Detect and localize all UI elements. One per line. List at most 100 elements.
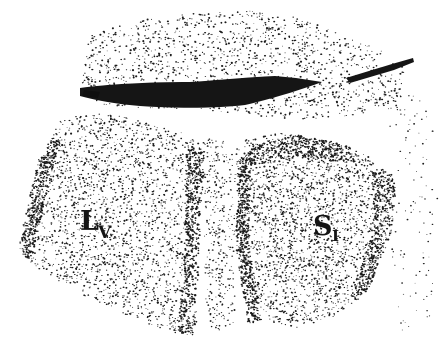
stipple-dot xyxy=(162,212,163,213)
stipple-dot xyxy=(116,217,117,218)
stipple-dot xyxy=(341,88,342,89)
stipple-dot xyxy=(296,95,297,96)
stipple-dot xyxy=(292,40,294,41)
stipple-dot xyxy=(117,292,119,293)
stipple-dot xyxy=(271,141,272,142)
stipple-dot xyxy=(175,292,177,293)
stipple-dot xyxy=(154,55,155,56)
stipple-dot xyxy=(91,77,92,78)
stipple-dot xyxy=(287,140,288,141)
stipple-dot xyxy=(304,289,305,290)
stipple-dot xyxy=(296,18,298,20)
stipple-dot xyxy=(313,60,315,61)
stipple-dot xyxy=(387,208,388,209)
stipple-dot xyxy=(46,268,48,269)
stipple-dot xyxy=(108,33,109,34)
stipple-dot xyxy=(113,254,115,256)
stipple-dot xyxy=(70,185,71,186)
stipple-dot xyxy=(353,156,354,157)
stipple-dot xyxy=(339,170,341,172)
stipple-dot xyxy=(334,50,335,51)
stipple-dot xyxy=(122,240,123,241)
stipple-dot xyxy=(92,37,94,39)
stipple-dot xyxy=(108,67,109,68)
stipple-dot xyxy=(234,55,235,56)
stipple-dot xyxy=(176,251,178,252)
stipple-dot xyxy=(147,51,148,52)
stipple-dot xyxy=(95,122,96,123)
stipple-dot xyxy=(306,42,308,44)
stipple-dot xyxy=(103,36,104,37)
stipple-dot xyxy=(229,65,230,66)
stipple-dot xyxy=(160,135,162,137)
stipple-dot xyxy=(77,164,78,165)
stipple-dot xyxy=(143,250,145,251)
stipple-dot xyxy=(158,41,160,43)
stipple-dot xyxy=(67,155,69,157)
stipple-dot xyxy=(136,25,137,26)
stipple-dot xyxy=(242,181,243,182)
stipple-dot xyxy=(104,263,106,265)
stipple-dot xyxy=(121,75,122,76)
stipple-dot xyxy=(143,256,145,257)
stipple-dot xyxy=(163,128,165,130)
stipple-dot xyxy=(325,278,327,280)
stipple-dot xyxy=(182,42,183,43)
stipple-dot xyxy=(154,56,156,58)
stipple-dot xyxy=(316,114,318,116)
stipple-dot xyxy=(181,206,182,207)
stipple-dot xyxy=(125,282,127,284)
stipple-dot xyxy=(288,47,290,49)
stipple-dot xyxy=(318,152,320,153)
stipple-dot xyxy=(268,19,270,21)
stipple-dot xyxy=(153,297,154,298)
stipple-dot xyxy=(274,30,276,31)
stipple-dot xyxy=(144,187,146,189)
stipple-dot xyxy=(286,98,288,100)
stipple-dot xyxy=(311,187,313,189)
stipple-dot xyxy=(302,118,304,119)
stipple-dot xyxy=(395,84,397,85)
stipple-dot xyxy=(359,46,360,47)
stipple-dot xyxy=(115,153,117,154)
stipple-dot xyxy=(125,45,127,47)
stipple-dot xyxy=(326,184,327,185)
stipple-dot xyxy=(153,230,154,231)
stipple-dot xyxy=(67,186,69,188)
stipple-dot xyxy=(162,325,163,326)
stipple-dot xyxy=(108,155,110,157)
stipple-dot xyxy=(172,165,174,166)
stipple-dot xyxy=(190,156,192,157)
stipple-dot xyxy=(47,151,49,152)
stipple-dot xyxy=(371,57,372,58)
stipple-dot xyxy=(311,100,313,102)
stipple-dot xyxy=(321,103,322,104)
stipple-dot xyxy=(132,75,133,76)
stipple-dot xyxy=(124,58,126,59)
stipple-dot xyxy=(131,254,133,255)
stipple-dot xyxy=(271,147,272,148)
stipple-dot xyxy=(72,211,74,212)
stipple-dot xyxy=(158,60,160,61)
stipple-dot xyxy=(306,29,307,30)
stipple-dot xyxy=(254,247,255,248)
stipple-dot xyxy=(69,257,71,259)
stipple-dot xyxy=(68,190,70,191)
stipple-dot xyxy=(144,62,145,64)
stipple-dot xyxy=(302,198,303,199)
stipple-dot xyxy=(157,261,158,262)
stipple-dot xyxy=(112,234,113,235)
stipple-dot xyxy=(192,144,194,145)
stipple-dot xyxy=(131,138,133,140)
stipple-dot xyxy=(109,297,110,298)
stipple-dot xyxy=(100,121,101,122)
stipple-dot xyxy=(221,78,222,79)
stipple-dot xyxy=(139,275,140,276)
stipple-dot xyxy=(51,170,52,171)
stipple-dot xyxy=(117,199,119,201)
stipple-dot xyxy=(330,288,332,290)
stipple-dot xyxy=(137,299,138,300)
stipple-dot xyxy=(138,65,140,67)
stipple-dot xyxy=(122,159,123,160)
stipple-dot xyxy=(143,25,145,27)
